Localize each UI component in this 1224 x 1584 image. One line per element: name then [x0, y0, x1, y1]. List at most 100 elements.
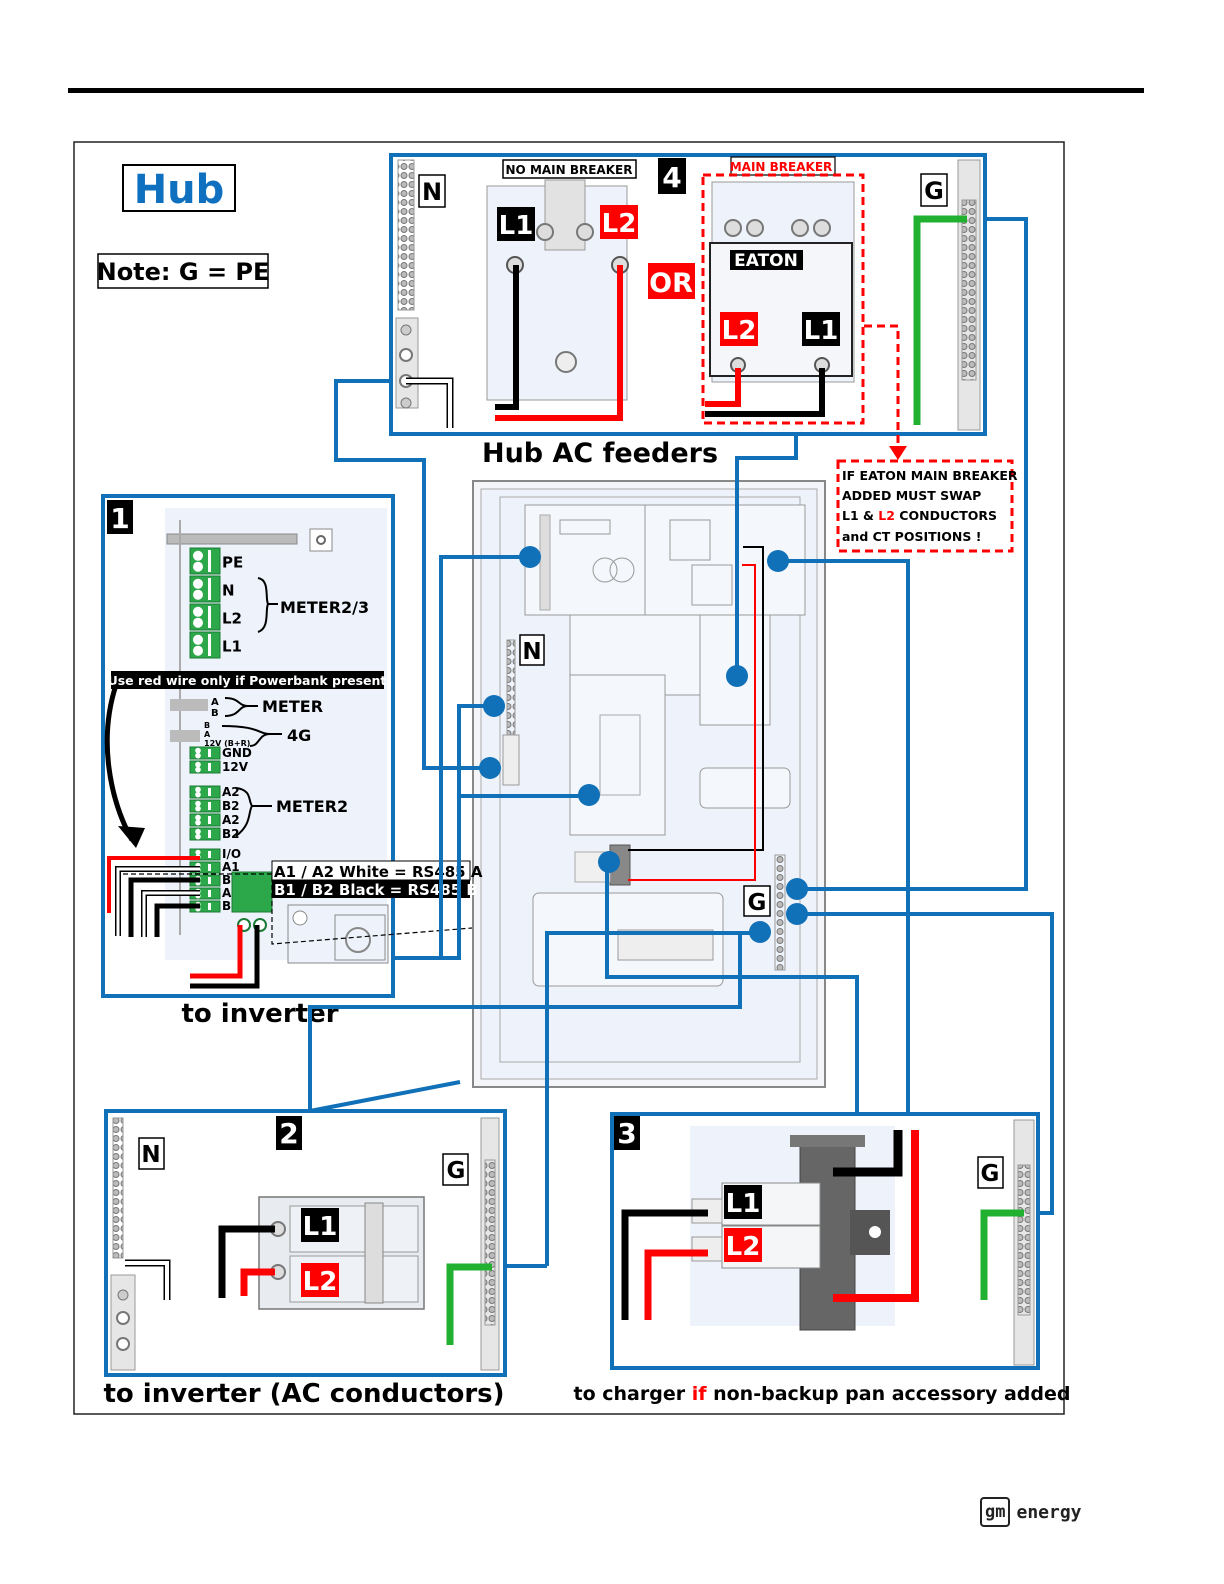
- terminal-divider: [208, 788, 211, 796]
- logo-text: energy: [1016, 1501, 1082, 1523]
- terminal-screw: [193, 617, 203, 628]
- terminal-divider: [208, 851, 211, 858]
- terminal-divider: [208, 550, 211, 572]
- svg-text:A: A: [204, 730, 211, 739]
- section-4-number: 4: [662, 161, 681, 194]
- terminal-label: 12V: [222, 760, 249, 774]
- section-2-caption: to inverter (AC conductors): [103, 1379, 504, 1409]
- terminal-screw: [193, 634, 203, 645]
- gm-logo-mark: gm: [980, 1497, 1011, 1527]
- powerbank-note: Use red wire only if Powerbank present: [108, 673, 387, 688]
- terminal-screw: [195, 761, 201, 768]
- meter-label: METER: [262, 697, 323, 716]
- terminal-divider: [208, 749, 211, 757]
- svg-text:MAIN BREAKER: MAIN BREAKER: [730, 160, 833, 174]
- 4g-label: 4G: [287, 726, 311, 745]
- terminal-label: GND: [222, 746, 252, 760]
- rs485-b-legend: B1 / B2 Black = RS485 B: [274, 881, 478, 899]
- connection-point: [726, 665, 748, 687]
- terminal-screw: [195, 747, 201, 754]
- section-3-caption: to charger if non-backup pan accessory a…: [574, 1383, 1071, 1405]
- terminal-divider: [208, 816, 211, 824]
- terminal-screw: [195, 791, 201, 798]
- svg-text:L1: L1: [726, 1189, 761, 1219]
- terminal-label: L1: [222, 638, 242, 656]
- svg-text:and CT POSITIONS !: and CT POSITIONS !: [842, 529, 981, 544]
- terminal-screw: [195, 805, 201, 812]
- svg-text:L2: L2: [602, 209, 637, 239]
- inverter-ground-link: [545, 931, 760, 1266]
- svg-text:G: G: [924, 177, 944, 205]
- terminal-screw: [195, 833, 201, 840]
- ct-link: [777, 559, 910, 1114]
- svg-text:A: A: [211, 697, 219, 708]
- hub-title: Hub: [134, 167, 225, 213]
- connection-point: [786, 903, 808, 925]
- terminal-divider: [208, 890, 211, 897]
- terminal-slot: [189, 760, 221, 774]
- connection-point: [767, 550, 789, 572]
- note-box: Note: G = PE: [97, 253, 269, 289]
- meter2-label: METER2: [276, 797, 348, 816]
- gm-energy-logo: gm energy: [980, 1497, 1082, 1527]
- svg-text:ADDED MUST SWAP: ADDED MUST SWAP: [842, 488, 981, 503]
- terminal-slot: [189, 746, 221, 760]
- terminal-divider: [208, 606, 211, 628]
- hub-title-box: Hub: [122, 164, 236, 213]
- terminal-slot: [189, 827, 221, 841]
- svg-text:N: N: [422, 178, 442, 206]
- terminal-label: A2: [222, 813, 240, 827]
- svg-text:G: G: [981, 1161, 1000, 1187]
- terminal-label: PE: [222, 554, 243, 572]
- eaton-main-breaker: MAIN BREAKER EATON L2 L1: [701, 156, 865, 425]
- svg-text:G: G: [748, 890, 767, 916]
- header-rule: [68, 88, 1144, 93]
- ground-label-box: G: [920, 173, 948, 207]
- neutral-feeder-link: [334, 379, 490, 770]
- terminal-slot: [189, 848, 221, 861]
- svg-text:L2: L2: [722, 316, 757, 346]
- terminal-screw: [195, 849, 201, 855]
- svg-text:L1: L1: [499, 211, 534, 241]
- section-2-ground-label: G: [442, 1153, 469, 1186]
- connection-point: [578, 784, 600, 806]
- svg-text:IF EATON MAIN BREAKER: IF EATON MAIN BREAKER: [842, 468, 1018, 483]
- section-4-ac-feeders: N NO MAIN BREAKER L1 L2 4: [389, 153, 987, 460]
- svg-text:N: N: [141, 1142, 160, 1168]
- or-badge: OR: [648, 263, 695, 299]
- terminal-screw: [195, 819, 201, 826]
- ground-feeder-link: [797, 217, 1028, 891]
- rs485-a-legend: A1 / A2 White = RS485 A: [274, 863, 483, 881]
- terminal-label: B2: [222, 827, 240, 841]
- connection-points: [479, 546, 808, 943]
- terminal-screw: [195, 800, 201, 807]
- terminal-divider: [208, 877, 211, 884]
- section-3-charger: 3 L1 L2 G: [610, 1112, 1040, 1370]
- terminal-screw: [193, 550, 203, 561]
- section-4-caption: Hub AC feeders: [482, 438, 718, 469]
- section-3-ground-label: G: [977, 1156, 1004, 1189]
- feeder-lug-link: [735, 434, 798, 675]
- terminal-screw: [193, 645, 203, 656]
- connection-point: [519, 546, 541, 568]
- hub-neutral-label: N: [519, 634, 545, 666]
- terminal-screw: [193, 589, 203, 600]
- connector-wires: [308, 217, 1054, 1268]
- hub-panel: N G: [472, 480, 826, 1088]
- terminal-label: N: [222, 582, 235, 600]
- svg-text:L2: L2: [303, 1267, 338, 1297]
- meter23-label: METER2/3: [280, 598, 369, 617]
- svg-text:EATON: EATON: [734, 251, 798, 271]
- powerbank-arrow-icon: [118, 826, 145, 848]
- section-3-number: 3: [617, 1117, 636, 1150]
- neutral-busbar: [397, 159, 415, 311]
- terminal-label: L2: [222, 610, 242, 628]
- svg-text:L1: L1: [804, 316, 839, 346]
- connection-point: [479, 757, 501, 779]
- svg-text:B: B: [204, 721, 210, 730]
- terminal-label: I/O: [222, 847, 241, 861]
- terminal-screw: [195, 752, 201, 759]
